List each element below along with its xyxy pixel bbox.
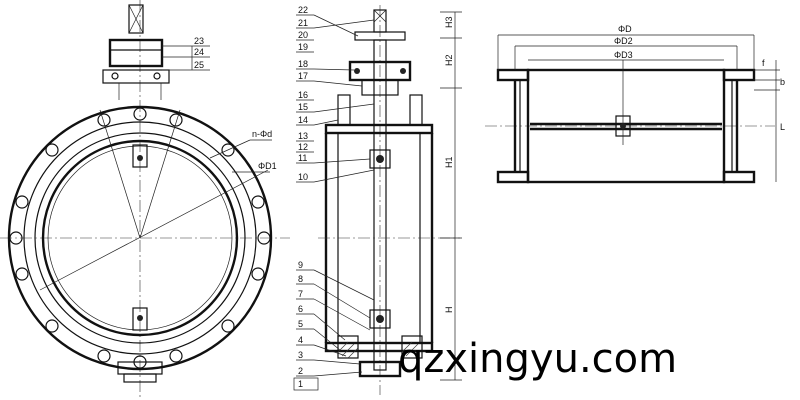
dim-d3: ΦD3 xyxy=(614,50,633,60)
dim-h: H xyxy=(444,307,454,314)
part-label: 22 xyxy=(298,5,308,15)
part-label: 24 xyxy=(194,47,204,57)
dim-d2: ΦD2 xyxy=(614,36,633,46)
part-label: 5 xyxy=(298,319,303,329)
side-view: ΦD ΦD2 ΦD3 f b L xyxy=(485,24,785,184)
leader-lines-top xyxy=(296,14,375,183)
dim-l: L xyxy=(780,122,785,132)
part-label: 11 xyxy=(298,153,307,163)
part-label: 8 xyxy=(298,274,303,284)
front-view: n-Φd ΦD1 xyxy=(0,0,290,400)
dim-d: ΦD xyxy=(618,24,632,34)
part-label: 21 xyxy=(298,18,308,28)
actuator-labels: 23 24 25 xyxy=(162,36,210,71)
hole-callout: n-Φd xyxy=(252,129,272,139)
part-label: 1 xyxy=(298,379,303,389)
part-label: 16 xyxy=(298,90,308,100)
part-label: 4 xyxy=(298,335,303,345)
dim-h1: H1 xyxy=(444,156,454,168)
part-label: 7 xyxy=(298,289,303,299)
part-label: 19 xyxy=(298,42,308,52)
dim-h3: H3 xyxy=(444,16,454,28)
part-label: 18 xyxy=(298,59,308,69)
part-label: 17 xyxy=(298,71,308,81)
actuator xyxy=(102,4,170,100)
watermark: qzxingyu.com xyxy=(398,336,677,382)
part-label: 6 xyxy=(298,304,303,314)
part-label: 2 xyxy=(298,366,303,376)
dim-h2: H2 xyxy=(444,54,454,66)
diameter-callout: ΦD1 xyxy=(258,161,277,171)
part-label: 13 xyxy=(298,131,308,141)
part-label: 10 xyxy=(298,172,308,182)
part-labels-bottom: 9 8 7 6 5 4 3 2 1 xyxy=(298,260,303,389)
part-label: 14 xyxy=(298,115,308,125)
dim-b: b xyxy=(780,77,785,87)
part-label: 20 xyxy=(298,30,308,40)
part-labels-top: 22 21 20 19 18 17 16 15 14 13 12 11 10 xyxy=(298,5,308,182)
part-label: 3 xyxy=(298,350,303,360)
section-view: H3 H2 H1 H 22 21 20 19 18 17 16 15 14 13… xyxy=(162,5,462,395)
part-label: 12 xyxy=(298,142,308,152)
leader-lines-bottom xyxy=(293,269,375,391)
part-label: 9 xyxy=(298,260,303,270)
part-label: 23 xyxy=(194,36,204,46)
part-label: 25 xyxy=(194,60,204,70)
part-label: 15 xyxy=(298,102,308,112)
dim-f: f xyxy=(762,58,765,68)
